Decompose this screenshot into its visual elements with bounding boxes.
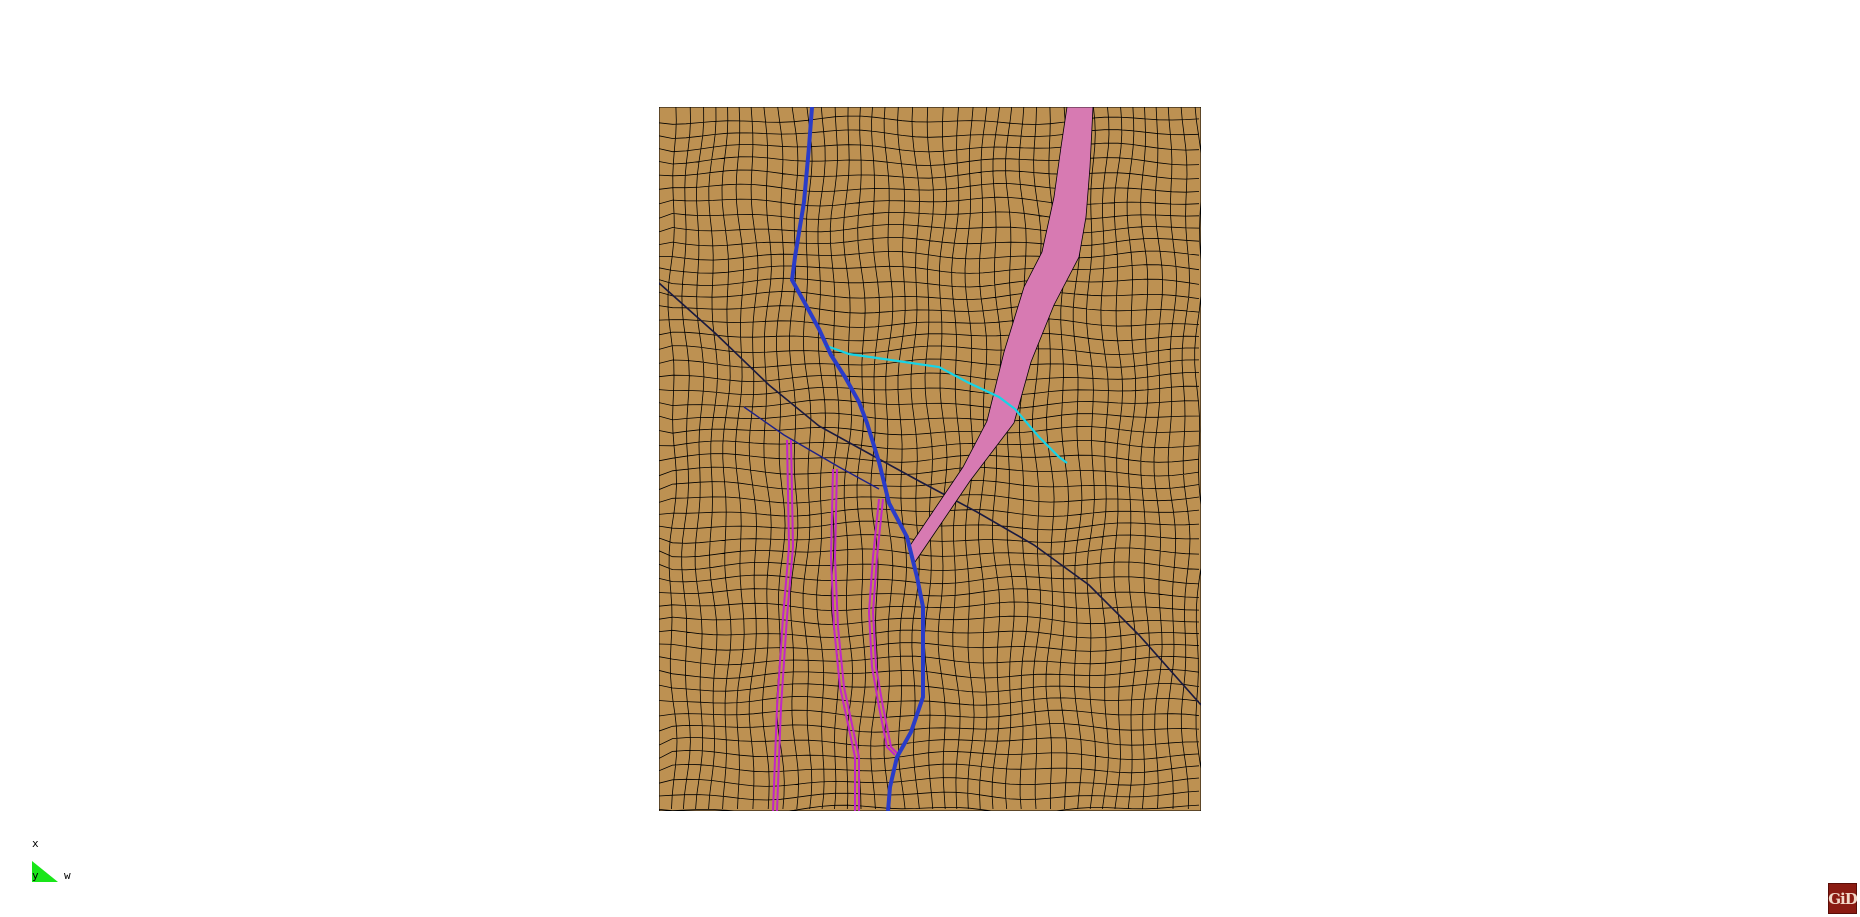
blue-fault-line[interactable] (789, 107, 925, 811)
gid-logo-text: GiD (1828, 889, 1858, 908)
magenta-right-layer[interactable] (867, 498, 900, 756)
oblique-fault-line[interactable] (659, 282, 1201, 706)
cyan-fault-line[interactable] (823, 343, 1068, 464)
magenta-middle-layer[interactable] (829, 468, 860, 811)
mesh-strata (659, 107, 1201, 811)
x-axis-label: x (32, 837, 39, 850)
mesh-view[interactable] (659, 107, 1201, 811)
axis-triad: x y w (28, 838, 88, 888)
magenta-left-layer[interactable] (772, 439, 795, 811)
oblique-fault-line-b[interactable] (743, 406, 880, 490)
axis-triangle-icon (32, 861, 58, 882)
gid-logo: GiD (1828, 883, 1858, 914)
w-axis-label: w (64, 869, 71, 882)
y-axis-label: y (32, 869, 39, 882)
